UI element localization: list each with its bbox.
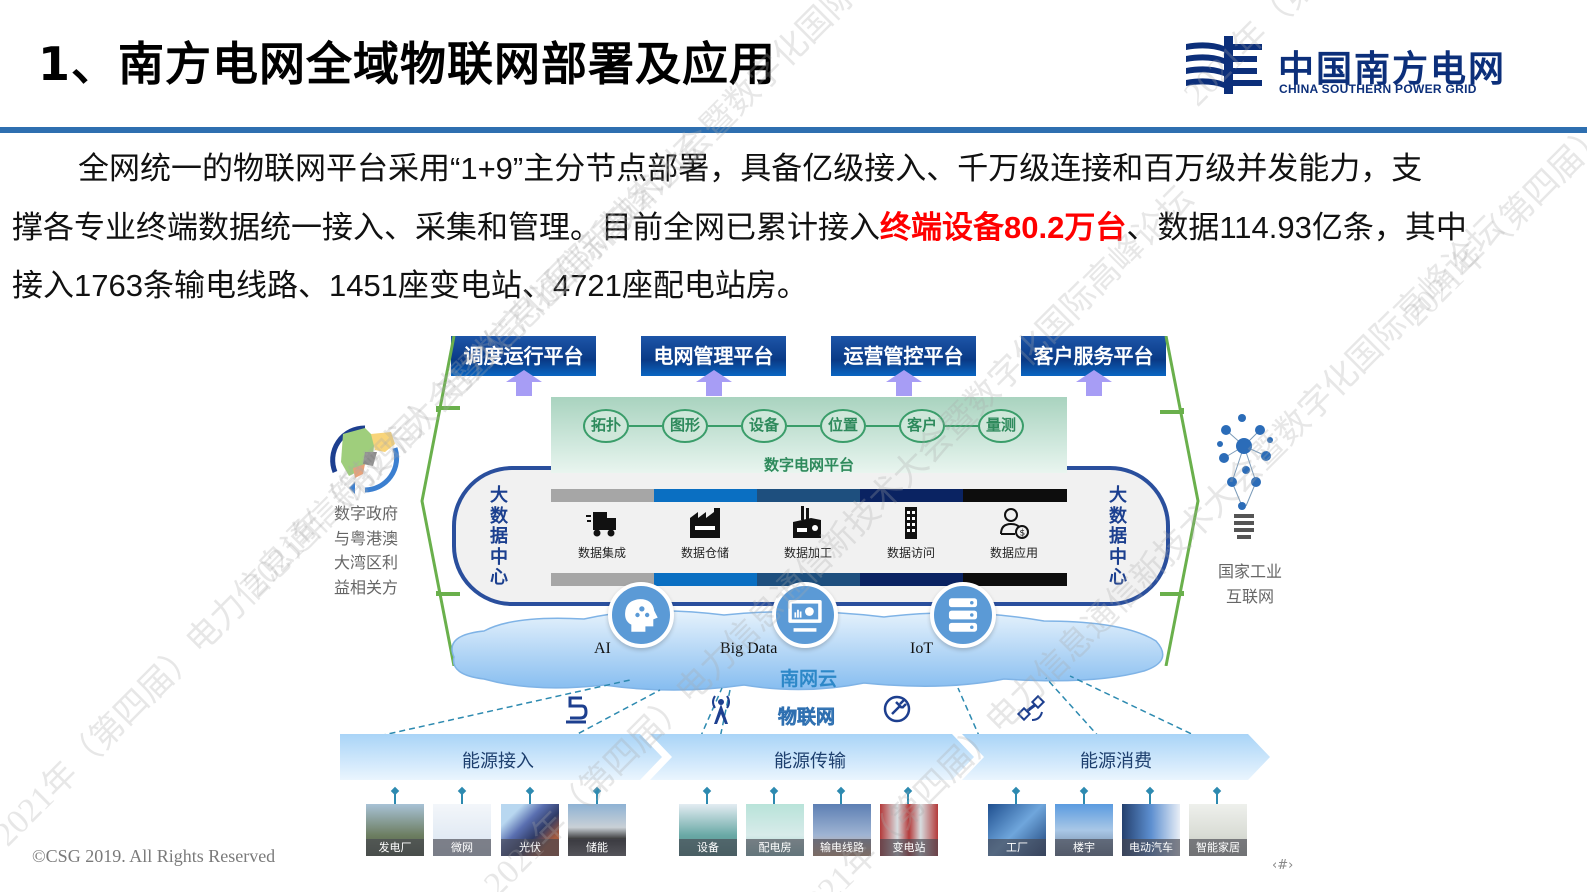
- up-arrow-icon: [886, 370, 922, 396]
- thumb-microgrid: 微网: [433, 804, 491, 856]
- flow-energy-access: 能源接入: [462, 751, 534, 772]
- slide-title: 1、南方电网全域物联网部署及应用: [38, 37, 777, 91]
- ai-head-icon: [625, 599, 658, 632]
- iot-bubble: [930, 582, 996, 648]
- stripe-bottom: [551, 573, 654, 586]
- thumb-transmission-line: 输电线路: [813, 804, 871, 856]
- logo-name-cn: 中国南方电网: [1278, 49, 1507, 90]
- cloud-label-bigdata: Big Data: [720, 640, 778, 657]
- factory-icon: [793, 506, 821, 538]
- industrial-internet-bulb-icon: [1217, 414, 1273, 539]
- platform-dispatch: 调度运行平台: [451, 336, 596, 376]
- logo-name-en: CHINA SOUTHERN POWER GRID: [1279, 82, 1477, 96]
- link-arrow: [629, 425, 662, 427]
- summary-paragraph: 全网统一的物联网平台采用“1+9”主分节点部署，具备亿级接入、千万级连接和百万级…: [12, 140, 1572, 316]
- right-bracket-icon: [1160, 336, 1200, 666]
- node-customer: 客户: [899, 409, 945, 443]
- up-arrow-icon: [696, 370, 732, 396]
- flow-energy-transmission: 能源传输: [774, 751, 846, 772]
- paragraph-line-3: 接入1763条输电线路、1451座变电站、4721座配电站房。: [12, 268, 808, 303]
- thumb-solar-pv: 光伏: [501, 804, 559, 856]
- user-money-icon: $: [1000, 508, 1029, 539]
- link-arrow: [787, 425, 820, 427]
- highlight-terminal-count: 终端设备80.2万台: [880, 209, 1127, 245]
- platform-customer-service: 客户服务平台: [1021, 336, 1166, 376]
- up-arrow-icon: [1076, 370, 1112, 396]
- cloud-label-iot: IoT: [910, 640, 934, 657]
- thumb-smart-home: 智能家居: [1189, 804, 1247, 856]
- csg-logo-mark-icon: [1186, 36, 1262, 94]
- truck-icon: [586, 512, 616, 537]
- stripe-bottom: [963, 573, 1067, 586]
- header-divider: [0, 127, 1587, 133]
- node-equipment: 设备: [741, 409, 787, 443]
- stripe-top: [757, 489, 860, 502]
- thumb-power-plant: 发电厂: [366, 804, 424, 856]
- link-arrow: [866, 425, 899, 427]
- monitor-chart-icon: [788, 600, 822, 632]
- svg-text:$: $: [1020, 529, 1026, 539]
- left-bracket-icon: [420, 336, 460, 666]
- cloud-label-ai: AI: [594, 640, 611, 657]
- digital-grid-platform-label: 数字电网平台: [763, 456, 854, 474]
- stripe-bottom: [757, 573, 860, 586]
- plug-icon: [883, 695, 911, 723]
- node-topology: 拓扑: [583, 409, 629, 443]
- service-data-access: 数据访问: [861, 506, 961, 561]
- right-partner-label: 国家工业 互联网: [1218, 562, 1283, 606]
- greater-bay-area-map-icon: [330, 425, 400, 494]
- server-icon: [948, 598, 978, 632]
- stripe-top: [963, 489, 1067, 502]
- stripe-top: [551, 489, 654, 502]
- page-number: ‹#›: [1272, 858, 1294, 873]
- thumb-distribution-room: 配电房: [746, 804, 804, 856]
- big-data-center-label-left: 大数据中心: [490, 485, 508, 588]
- up-arrow-icon: [506, 370, 542, 396]
- thumb-equipment: 设备: [679, 804, 737, 856]
- platform-operations: 运营管控平台: [831, 336, 976, 376]
- service-data-processing: 数据加工: [758, 506, 858, 561]
- big-data-center-label-right: 大数据中心: [1109, 485, 1127, 588]
- paragraph-line-2: 撑各专业终端数据统一接入、采集和管理。目前全网已累计接入终端设备80.2万台、数…: [12, 209, 1467, 245]
- bigdata-bubble: [772, 582, 838, 648]
- thumb-substation: 变电站: [880, 804, 938, 856]
- stripe-top: [860, 489, 963, 502]
- dashed-connectors: [369, 675, 1201, 739]
- link-arrow: [945, 425, 978, 427]
- service-data-application: $ 数据应用: [964, 506, 1064, 561]
- iot-label: 物联网: [778, 706, 836, 729]
- platform-grid-management: 电网管理平台: [641, 336, 786, 376]
- node-location: 位置: [820, 409, 866, 443]
- paragraph-line-1: 全网统一的物联网平台采用“1+9”主分节点部署，具备亿级接入、千万级连接和百万级…: [78, 151, 1423, 186]
- csg-logo: 中国南方电网 CHINA SOUTHERN POWER GRID: [1186, 36, 1526, 100]
- node-measurement: 量测: [978, 409, 1024, 443]
- ai-bubble: [608, 582, 674, 648]
- satellite-icon: [1016, 694, 1046, 722]
- service-data-integration: 数据集成: [552, 506, 652, 561]
- antenna-icon: [712, 695, 730, 724]
- energy-flow-chevrons: [340, 734, 1270, 780]
- service-data-warehouse: 数据仓储: [655, 506, 755, 561]
- thumb-energy-storage: 储能: [568, 804, 626, 856]
- stripe-top: [654, 489, 757, 502]
- warehouse-icon: [690, 508, 720, 538]
- thumb-building: 楼宇: [1055, 804, 1113, 856]
- copyright-footer: ©CSG 2019. All Rights Reserved: [32, 846, 276, 866]
- link-arrow: [708, 425, 741, 427]
- csg-cloud-label: 南网云: [780, 668, 838, 690]
- stripe-bottom: [860, 573, 963, 586]
- left-partner-label: 数字政府 与粤港澳 大湾区利 益相关方: [334, 504, 399, 597]
- flow-energy-consumption: 能源消费: [1080, 751, 1152, 772]
- thumb-factory: 工厂: [988, 804, 1046, 856]
- thumb-electric-vehicle: 电动汽车: [1122, 804, 1180, 856]
- cable-icon: [566, 696, 588, 724]
- stripe-bottom: [654, 573, 757, 586]
- node-graphics: 图形: [662, 409, 708, 443]
- building-icon: [905, 507, 917, 539]
